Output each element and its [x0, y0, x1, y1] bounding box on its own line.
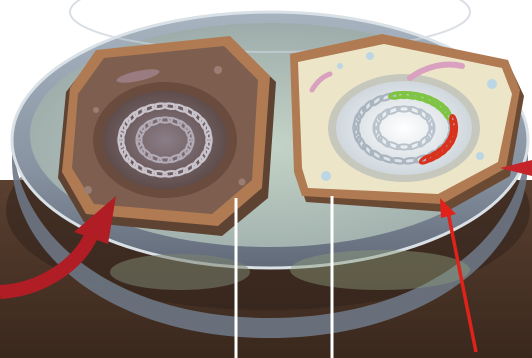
left-cell [58, 36, 276, 236]
right-vesicle [321, 171, 331, 181]
reflection-left [110, 254, 250, 290]
right-vesicle [366, 52, 374, 60]
right-cell [290, 34, 524, 212]
left-vesicle [214, 66, 222, 74]
left-vesicle [93, 107, 99, 113]
right-vesicle [487, 79, 497, 89]
reflection-right [290, 250, 470, 290]
left-vesicle [239, 179, 246, 186]
left-nucleus [103, 91, 227, 189]
left-vesicle [84, 186, 92, 194]
right-vesicle [337, 63, 343, 69]
right-vesicle [476, 152, 484, 160]
